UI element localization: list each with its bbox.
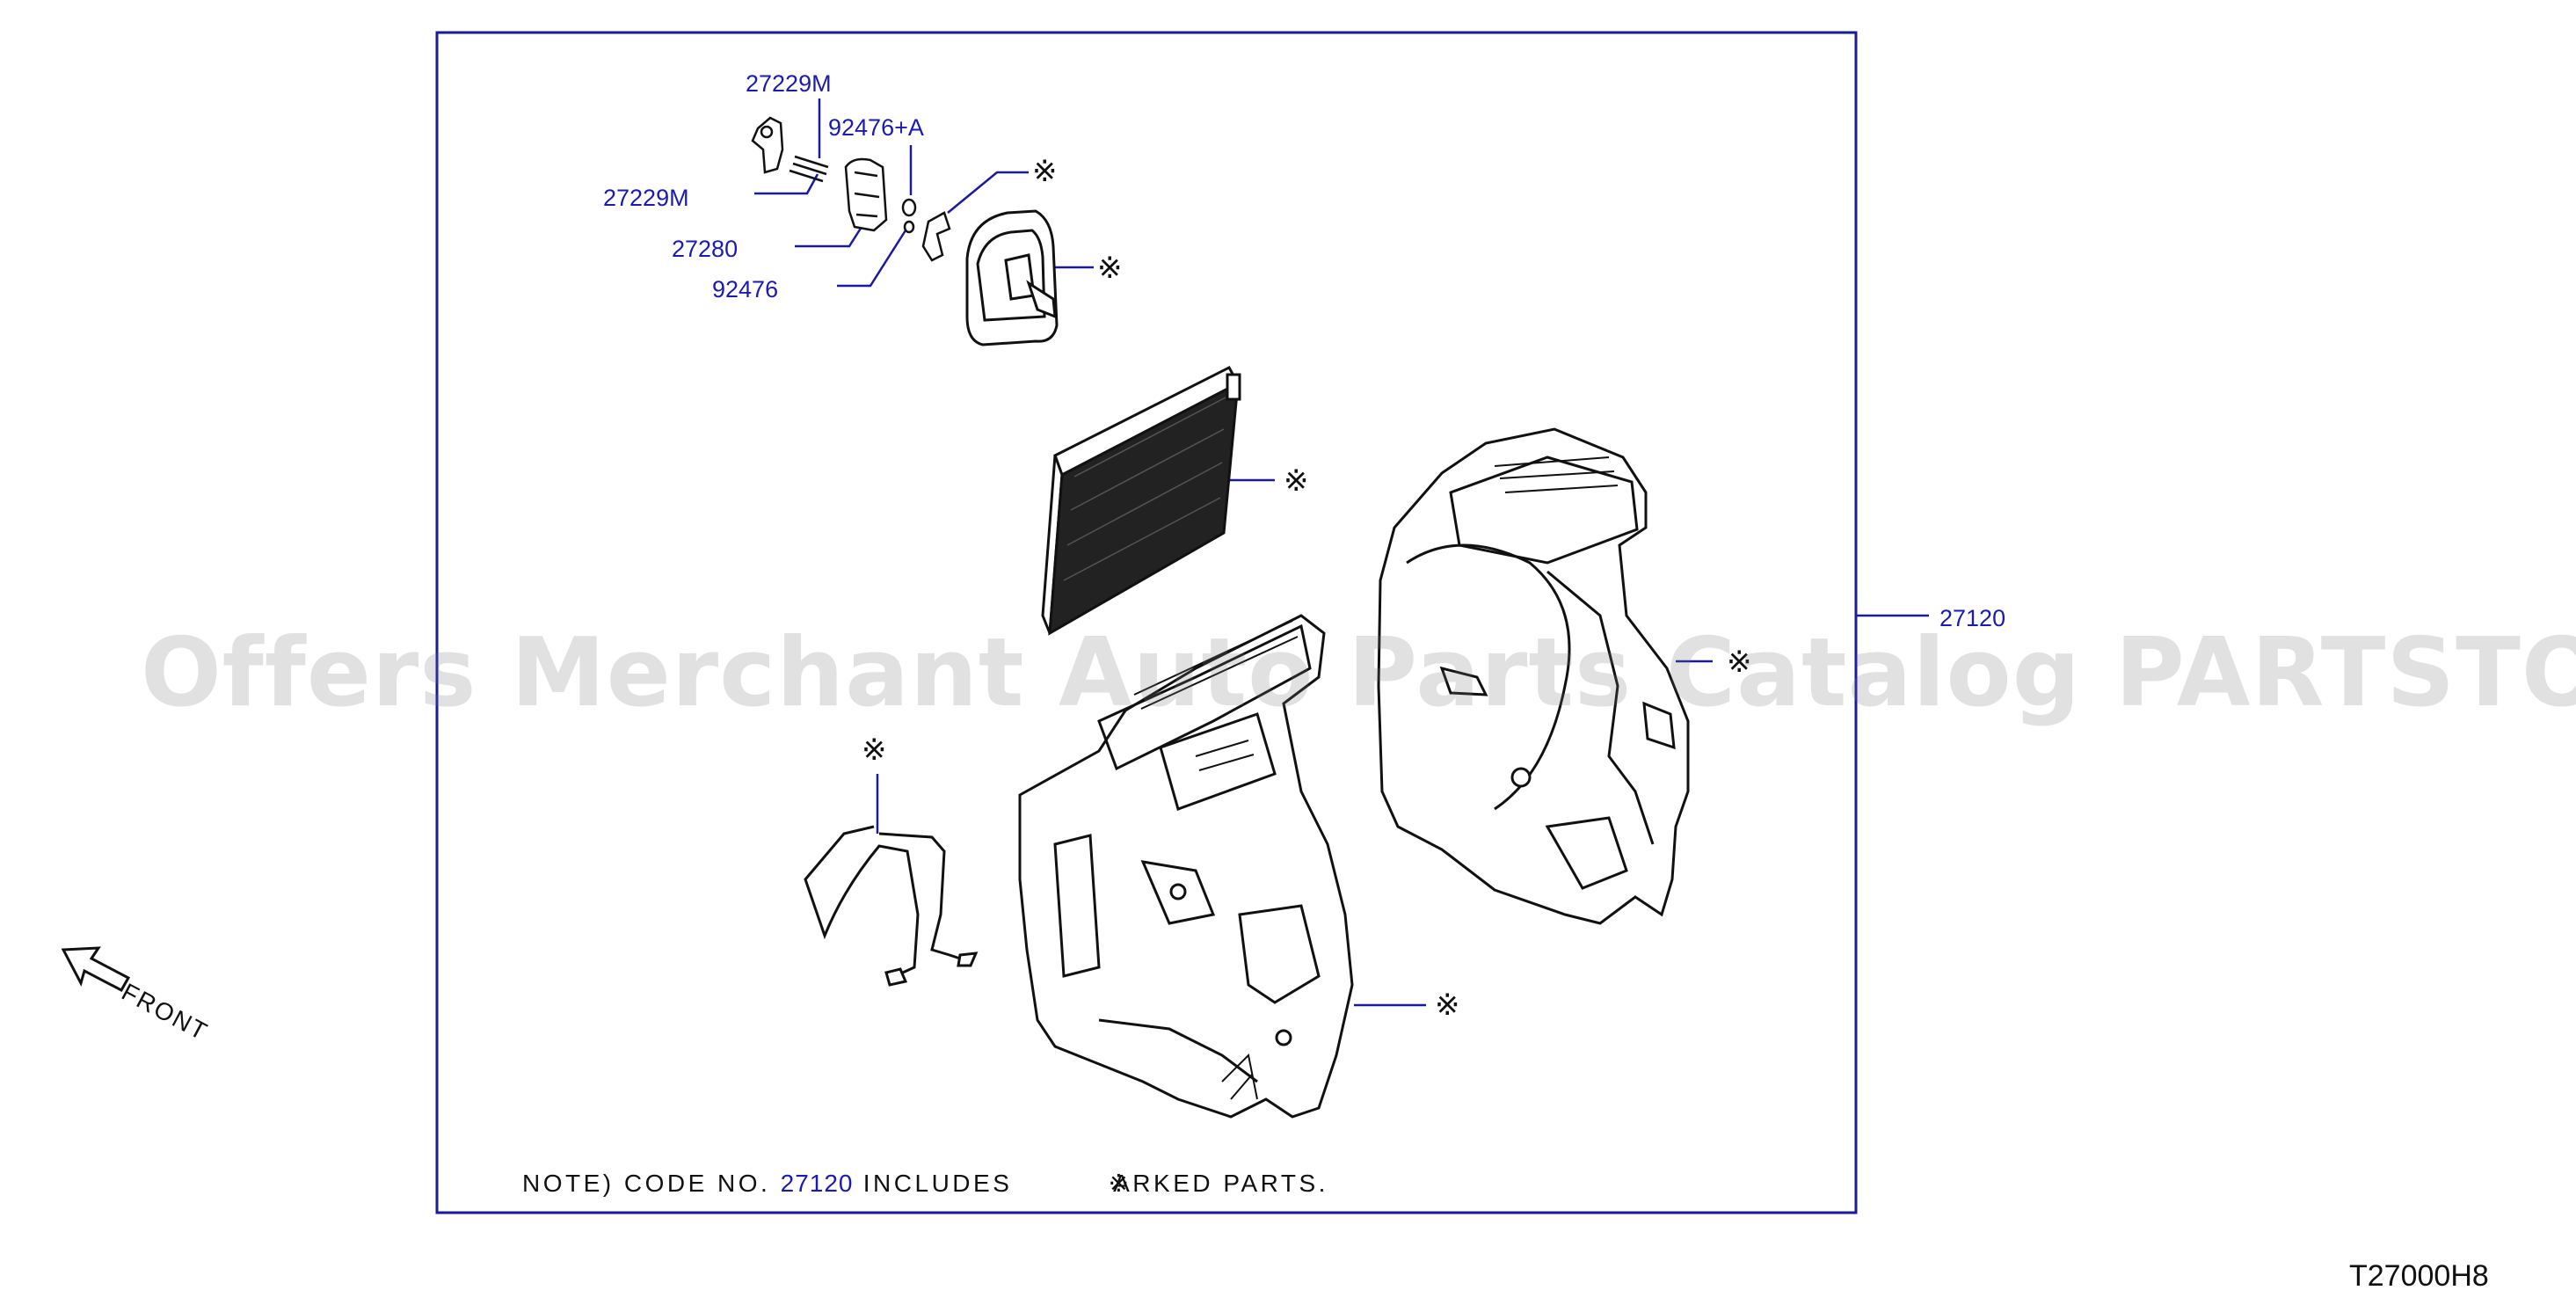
- note-prefix: NOTE) CODE NO.: [522, 1170, 771, 1197]
- callout-27229m-left: 27229M: [603, 185, 689, 211]
- evaporator-core: [1041, 366, 1241, 636]
- note-text: NOTE) CODE NO. 27120 INCLUDES ※ARKED PAR…: [522, 1171, 1328, 1196]
- callout-27229m-top: 27229M: [746, 70, 832, 97]
- case-cover: [965, 209, 1059, 346]
- callout-27120: 27120: [1939, 605, 2006, 631]
- o-ring-b: [903, 220, 915, 234]
- leader-lines: [754, 98, 1929, 1007]
- mark-case: ※: [1097, 251, 1123, 286]
- note-symbol: ※: [1108, 1169, 1130, 1198]
- valve-bracket: [751, 116, 784, 174]
- small-bracket: [921, 211, 951, 262]
- note-middle: INCLUDES: [862, 1170, 1013, 1197]
- valve-bolts: [789, 155, 829, 183]
- right-housing: [1377, 427, 1690, 925]
- diagram-code: T27000H8: [2349, 1259, 2489, 1293]
- expansion-valve-group: [751, 116, 951, 262]
- callout-27280: 27280: [672, 236, 739, 262]
- callout-92476: 92476: [712, 276, 779, 303]
- callout-92476a: 92476+A: [828, 114, 924, 141]
- leader-92476: [837, 230, 907, 288]
- o-ring-a: [901, 198, 917, 217]
- mark-right-housing: ※: [1727, 645, 1752, 680]
- diagram-frame: [435, 31, 1858, 1214]
- wiring-harness: [804, 825, 979, 987]
- front-arrow-icon: [61, 946, 131, 992]
- mark-bracket: ※: [1032, 154, 1058, 189]
- leader-bracket-mark: [947, 171, 1029, 214]
- mark-harness: ※: [862, 733, 887, 768]
- mark-main-housing: ※: [1435, 988, 1460, 1023]
- main-housing: [1018, 614, 1354, 1119]
- mark-evaporator: ※: [1284, 463, 1309, 499]
- watermark-text: Offers Merchant Auto Parts Catalog PARTS…: [141, 618, 2576, 728]
- leader-27229m-left: [754, 173, 819, 195]
- leader-27280: [795, 226, 863, 248]
- note-code: 27120: [780, 1170, 854, 1197]
- note-suffix: ARKED PARTS.: [1113, 1170, 1328, 1197]
